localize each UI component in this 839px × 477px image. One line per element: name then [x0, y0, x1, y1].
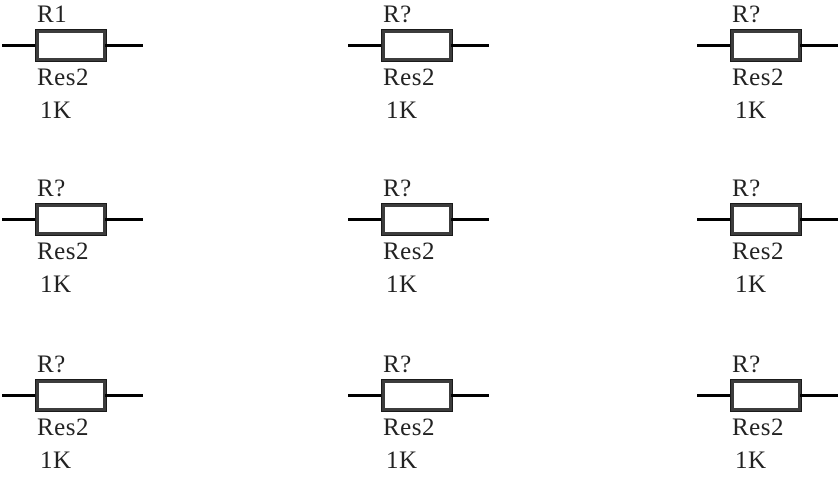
resistor-body-icon[interactable] — [381, 29, 453, 62]
designator-label[interactable]: R? — [383, 351, 412, 378]
comment-label[interactable]: Res2 — [732, 238, 784, 265]
resistor-body-icon[interactable] — [730, 379, 802, 412]
resistor-lead-left[interactable] — [697, 394, 732, 397]
resistor-component[interactable]: R? Res2 1K — [2, 352, 144, 477]
resistor-lead-right[interactable] — [451, 44, 489, 47]
comment-label[interactable]: Res2 — [37, 64, 89, 91]
comment-label[interactable]: Res2 — [383, 414, 435, 441]
resistor-component[interactable]: R? Res2 1K — [348, 2, 490, 127]
resistor-body-icon[interactable] — [35, 203, 107, 236]
resistor-component[interactable]: R? Res2 1K — [2, 176, 144, 301]
value-label[interactable]: 1K — [40, 271, 72, 298]
resistor-lead-right[interactable] — [105, 44, 143, 47]
value-label[interactable]: 1K — [735, 97, 767, 124]
designator-label[interactable]: R? — [732, 1, 761, 28]
resistor-lead-right[interactable] — [800, 394, 838, 397]
resistor-lead-right[interactable] — [800, 218, 838, 221]
resistor-lead-right[interactable] — [451, 394, 489, 397]
value-label[interactable]: 1K — [40, 97, 72, 124]
comment-label[interactable]: Res2 — [383, 64, 435, 91]
resistor-lead-left[interactable] — [2, 218, 37, 221]
resistor-lead-right[interactable] — [105, 218, 143, 221]
resistor-lead-right[interactable] — [451, 218, 489, 221]
resistor-body-icon[interactable] — [730, 203, 802, 236]
value-label[interactable]: 1K — [386, 271, 418, 298]
designator-label[interactable]: R? — [37, 175, 66, 202]
comment-label[interactable]: Res2 — [732, 414, 784, 441]
resistor-component[interactable]: R? Res2 1K — [697, 352, 839, 477]
designator-label[interactable]: R? — [732, 175, 761, 202]
resistor-lead-left[interactable] — [348, 44, 383, 47]
designator-label[interactable]: R1 — [37, 1, 68, 28]
designator-label[interactable]: R? — [37, 351, 66, 378]
resistor-body-icon[interactable] — [381, 203, 453, 236]
resistor-body-icon[interactable] — [730, 29, 802, 62]
value-label[interactable]: 1K — [386, 447, 418, 474]
resistor-lead-left[interactable] — [348, 218, 383, 221]
value-label[interactable]: 1K — [735, 271, 767, 298]
resistor-lead-left[interactable] — [348, 394, 383, 397]
comment-label[interactable]: Res2 — [383, 238, 435, 265]
value-label[interactable]: 1K — [386, 97, 418, 124]
resistor-lead-left[interactable] — [697, 44, 732, 47]
resistor-lead-right[interactable] — [105, 394, 143, 397]
comment-label[interactable]: Res2 — [37, 238, 89, 265]
resistor-lead-right[interactable] — [800, 44, 838, 47]
resistor-component[interactable]: R? Res2 1K — [697, 176, 839, 301]
resistor-lead-left[interactable] — [2, 44, 37, 47]
comment-label[interactable]: Res2 — [37, 414, 89, 441]
resistor-body-icon[interactable] — [35, 29, 107, 62]
designator-label[interactable]: R? — [383, 1, 412, 28]
value-label[interactable]: 1K — [40, 447, 72, 474]
resistor-component[interactable]: R? Res2 1K — [697, 2, 839, 127]
value-label[interactable]: 1K — [735, 447, 767, 474]
comment-label[interactable]: Res2 — [732, 64, 784, 91]
resistor-component[interactable]: R? Res2 1K — [348, 352, 490, 477]
resistor-body-icon[interactable] — [381, 379, 453, 412]
resistor-lead-left[interactable] — [2, 394, 37, 397]
resistor-body-icon[interactable] — [35, 379, 107, 412]
resistor-component[interactable]: R? Res2 1K — [348, 176, 490, 301]
designator-label[interactable]: R? — [732, 351, 761, 378]
resistor-lead-left[interactable] — [697, 218, 732, 221]
designator-label[interactable]: R? — [383, 175, 412, 202]
